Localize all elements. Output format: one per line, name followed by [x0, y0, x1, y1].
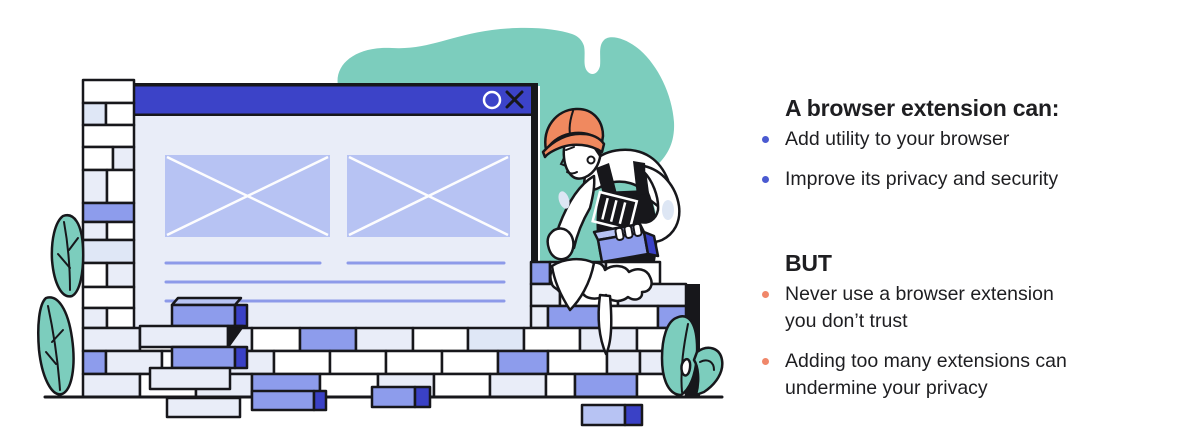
list-item: Add utility to your browser [762, 126, 1092, 153]
sleeve-shading [662, 200, 674, 220]
window-circle-icon [482, 90, 502, 110]
heading-can: A browser extension can: [785, 95, 1060, 122]
worker-right-hand [614, 222, 643, 241]
warnings-list: Never use a browser extension you don’t … [762, 281, 1067, 415]
window-close-icon [505, 90, 524, 109]
list-item: Improve its privacy and security [762, 166, 1092, 193]
list-item-text: Never use a browser extension you don’t … [785, 283, 1054, 332]
trowel-blade [550, 257, 596, 312]
sleeve-shading [558, 191, 570, 209]
list-item-text: Add utility to your browser [785, 128, 1010, 150]
image-placeholder-left [165, 155, 330, 237]
list-item: Never use a browser extension you don’t … [762, 281, 1067, 335]
bullet-icon [762, 358, 769, 365]
brick-stack [138, 296, 328, 419]
worker-left-hand [546, 227, 575, 261]
overalls-strap-left [596, 163, 617, 198]
hard-hat-brim [541, 132, 606, 159]
worker-ear [586, 155, 596, 165]
list-item-text: Adding too many extensions can undermine… [785, 350, 1067, 399]
window-titlebar [133, 86, 531, 114]
loose-brick [370, 385, 644, 427]
list-item: Adding too many extensions can undermine… [762, 348, 1067, 402]
bullet-icon [762, 291, 769, 298]
browser-window [130, 83, 538, 332]
plant-right [660, 315, 724, 397]
brick-column [81, 78, 136, 330]
list-item-text: Improve its privacy and security [785, 168, 1059, 190]
bullet-icon [762, 136, 769, 143]
mortar-drip [597, 293, 613, 356]
hard-hat [544, 107, 605, 152]
benefits-list: Add utility to your browser Improve its … [762, 126, 1092, 206]
hard-hat-seam [568, 110, 574, 135]
bib-pocket [591, 190, 639, 232]
bullet-icon [762, 176, 769, 183]
illustration [37, 27, 724, 427]
image-placeholder-right [347, 155, 510, 237]
plant-left [37, 214, 85, 396]
heading-but: BUT [785, 250, 832, 277]
face-lines [559, 146, 578, 175]
